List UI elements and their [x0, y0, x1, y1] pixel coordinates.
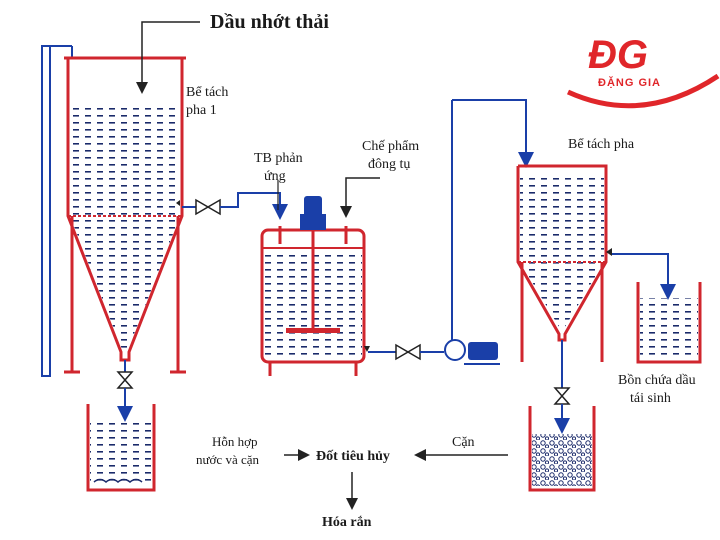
- recycled-oil-storage-tank: [636, 282, 702, 364]
- label-solidify: Hóa rắn: [322, 515, 372, 530]
- label-coagulant-line1: Chế phẩm: [362, 139, 419, 154]
- reactor-vessel: [260, 196, 366, 376]
- label-tank1-line1: Bể tách: [186, 85, 228, 100]
- label-coagulant-line2: đông tụ: [368, 157, 410, 172]
- logo-name: ĐẶNG GIA: [598, 76, 661, 89]
- sludge-mixture-tank: [86, 404, 156, 492]
- pipe-reactor-to-tank2: [364, 99, 534, 365]
- label-reactor-line1: TB phản: [254, 151, 303, 166]
- diagram-title: Dầu nhớt thải: [210, 11, 329, 33]
- label-tank1-line2: pha 1: [186, 103, 217, 118]
- label-storage-line1: Bồn chứa dầu: [618, 373, 696, 388]
- logo-letters: ĐG: [588, 33, 648, 77]
- dang-gia-logo: ĐG ĐẶNG GIA: [566, 33, 720, 109]
- label-storage-line2: tái sinh: [630, 391, 671, 406]
- settling-tank-1: [41, 45, 186, 422]
- label-tank2: Bể tách pha: [568, 137, 635, 152]
- label-sludge: Cặn: [452, 435, 475, 450]
- label-burn: Đốt tiêu hủy: [316, 449, 390, 464]
- sludge-tank: [528, 406, 596, 492]
- arrow-title-to-tank1: [136, 21, 200, 94]
- coagulant-feed-line: [340, 177, 380, 218]
- phase-separation-tank: [516, 164, 676, 434]
- pipe-tank1-to-reactor: [176, 192, 288, 220]
- label-mixture-line2: nước và cặn: [196, 452, 260, 467]
- label-reactor-line2: ứng: [264, 169, 286, 184]
- label-mixture-line1: Hỗn hợp: [212, 434, 258, 449]
